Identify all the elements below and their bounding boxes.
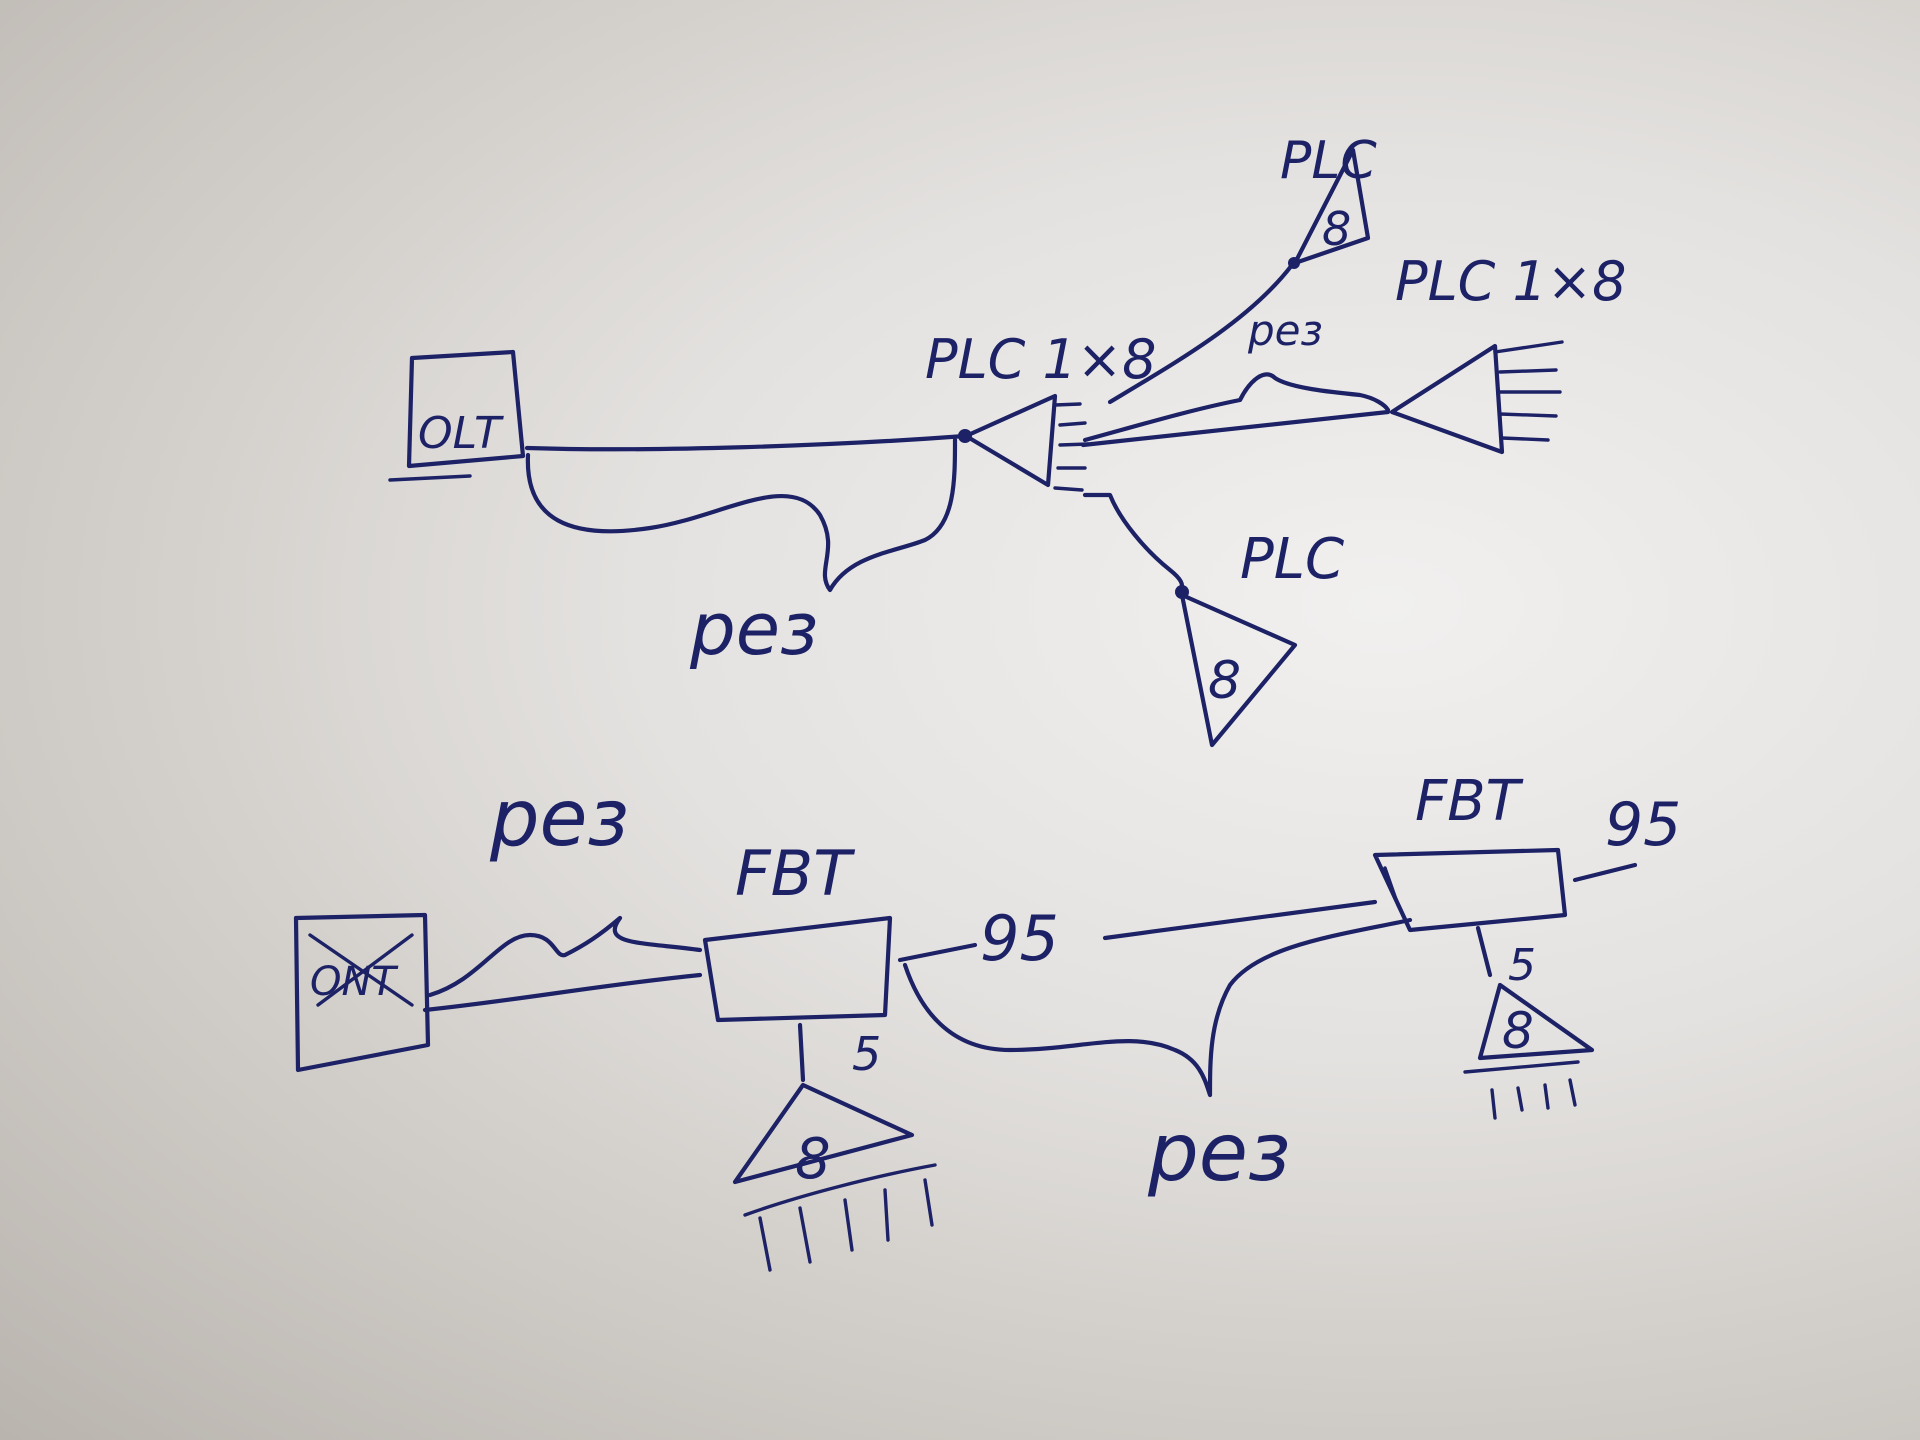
fbt-left-5: 5 [852,1027,881,1081]
splitter-bottom-ports: 8 [1208,651,1241,711]
splitter-main-label: PLC 1×8 [925,328,1156,391]
reserve-loop-bottom [902,917,1413,1098]
bottom-diagram: ONT рез FBT 95 рез 5 8 [293,769,1681,1272]
splitter-right-ports: 8 [1502,1002,1534,1060]
splitter-top: 8 [1292,147,1371,266]
splitter-right-top [1389,340,1564,455]
reserve-label-bottom: рез [1147,1106,1291,1199]
olt-label-bottom: ONT [310,959,399,1005]
reserve-label-right: рез [1247,306,1323,355]
reserve-loop-main [525,437,958,593]
reserve-label-left: рез [489,774,629,864]
line-to-right-splitter [1080,409,1391,448]
fbt-box-right [1372,847,1568,933]
fbt-left-95: 95 [980,902,1059,975]
fbt-left-95-line [897,942,978,963]
splitter-right-bottom: 8 [1463,982,1595,1120]
splitter-left-ports: 8 [795,1127,831,1192]
splitter-left-bottom: 8 [732,1082,937,1272]
splitter-top-label: PLC [1280,131,1377,191]
splitter-main-top [963,393,1090,492]
fbt-left-label: FBT [735,837,855,910]
reserve-label-main: рез [689,587,818,671]
olt-box-top: OLT [388,349,526,482]
fbt-left-5-line [797,1022,806,1083]
splitter-top-ports: 8 [1322,202,1351,256]
fbt-right-5-line [1475,925,1493,978]
fbt-right-label: FBT [1415,769,1524,834]
top-diagram: OLT рез PLC 1×8 8 PLC рез PLC 1×8 [388,131,1626,748]
splitter-bottom-label: PLC [1240,527,1344,592]
branch-line-bottom-splitter [1082,492,1185,593]
trunk-line-top [524,433,968,452]
line-to-fbt-right [1102,899,1378,941]
splitter-bottom: 8 [1179,592,1298,748]
branch-line-top-splitter [1107,262,1295,405]
splitter-right-label: PLC 1×8 [1395,250,1626,313]
trunk-line-bottom [422,972,703,1013]
olt-box-bottom: ONT [293,912,431,1073]
fbt-box-left [702,915,893,1023]
reserve-loop-right [1082,372,1391,443]
reserve-loop-left [427,915,703,998]
fbt-right-95-line [1572,862,1638,883]
fbt-right-95: 95 [1605,790,1681,860]
olt-label-top: OLT [418,408,504,459]
fbt-right-5: 5 [1508,940,1536,991]
